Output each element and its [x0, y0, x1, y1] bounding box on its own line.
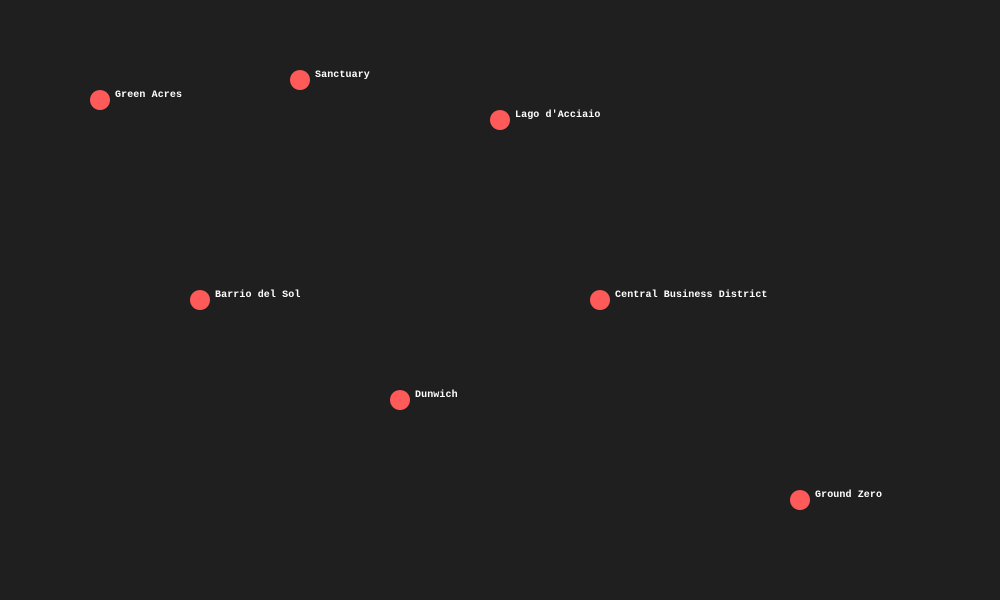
location-pin-icon[interactable]	[490, 110, 510, 130]
location-pin-icon[interactable]	[290, 70, 310, 90]
location-label: Barrio del Sol	[215, 290, 301, 301]
location-pin-icon[interactable]	[790, 490, 810, 510]
location-pin-icon[interactable]	[190, 290, 210, 310]
location-label: Ground Zero	[815, 490, 883, 501]
location-label: Dunwich	[415, 390, 458, 401]
location-pin-icon[interactable]	[590, 290, 610, 310]
location-label: Lago d'Acciaio	[515, 110, 601, 121]
location-label: Sanctuary	[315, 70, 370, 81]
location-label: Green Acres	[115, 90, 183, 101]
location-pin-icon[interactable]	[90, 90, 110, 110]
location-label: Central Business District	[615, 290, 768, 301]
location-pin-icon[interactable]	[390, 390, 410, 410]
